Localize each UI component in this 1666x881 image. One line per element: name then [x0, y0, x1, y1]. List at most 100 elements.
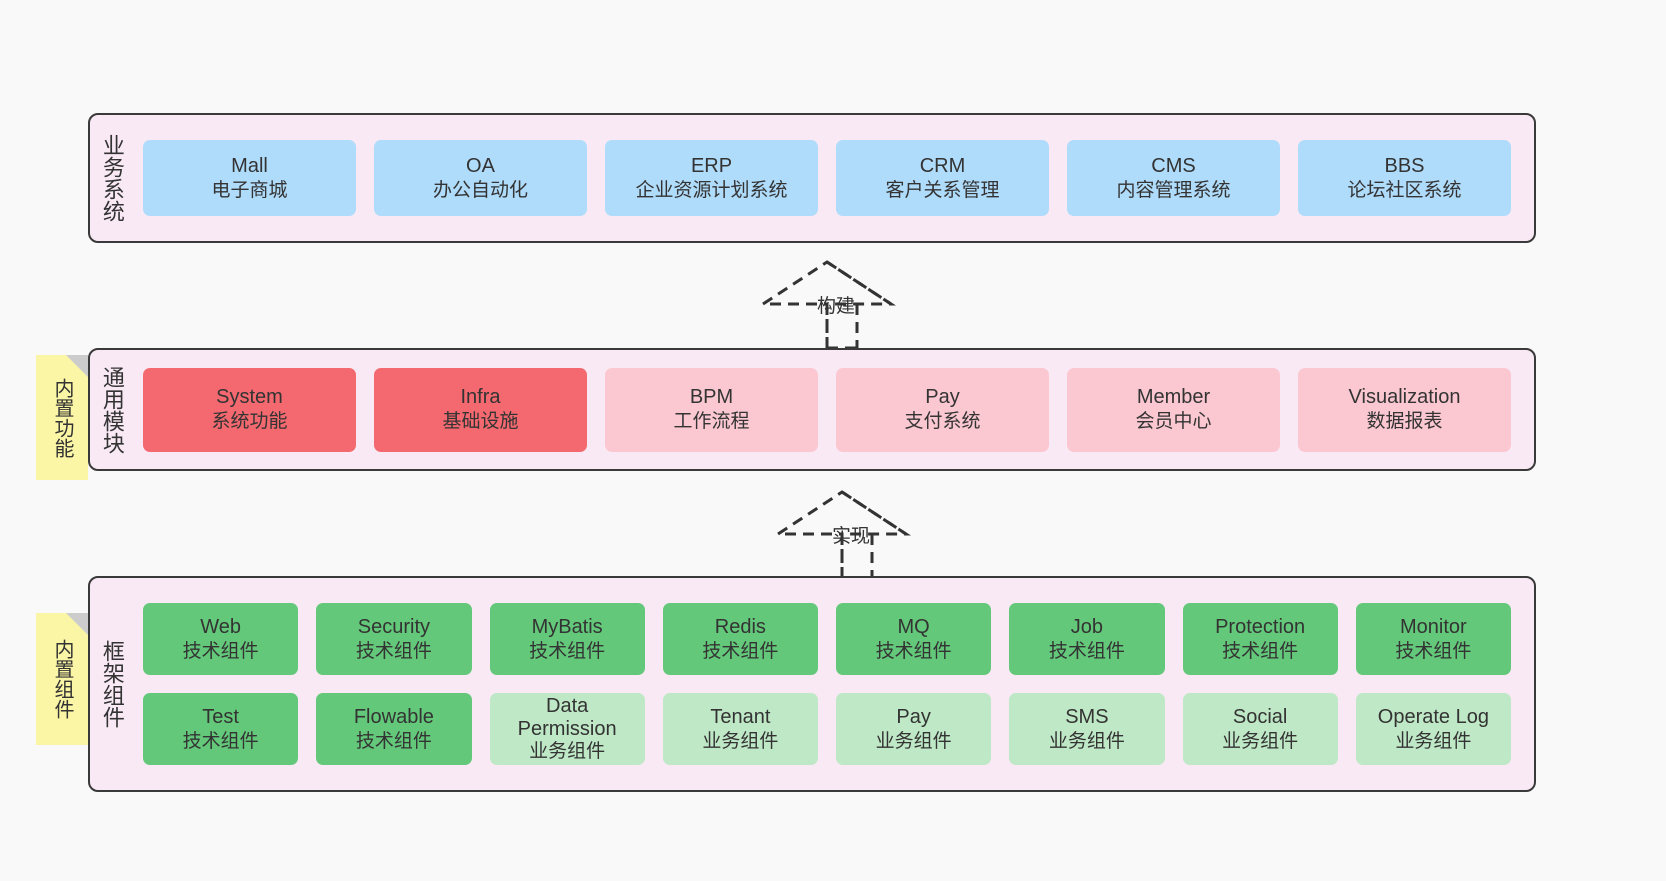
- module-box-infra-title: Infra: [460, 386, 501, 409]
- component-box-data-permission-subtitle: 业务组件: [529, 741, 606, 763]
- business-box-erp-title: ERP: [690, 154, 733, 177]
- component-box-tenant[interactable]: Tenant 业务组件: [662, 693, 818, 765]
- module-box-infra[interactable]: Infra 基础设施: [374, 367, 587, 452]
- business-box-erp-subtitle: 企业资源计划系统: [635, 179, 788, 201]
- component-box-test-title: Test: [202, 705, 239, 728]
- layer-common-modules-label: 通用模块: [99, 365, 125, 454]
- component-box-sms[interactable]: SMS 业务组件: [1009, 693, 1165, 765]
- component-box-security[interactable]: Security 技术组件: [316, 603, 472, 675]
- component-box-protection[interactable]: Protection 技术组件: [1182, 603, 1338, 675]
- layer-framework-components-body: Web 技术组件 Security 技术组件 MyBatis 技术组件 Redi…: [134, 578, 1534, 790]
- module-box-pay-title: Pay: [925, 386, 960, 409]
- component-box-test[interactable]: Test 技术组件: [143, 693, 299, 765]
- component-box-mybatis-subtitle: 技术组件: [529, 640, 606, 662]
- component-box-social-title: Social: [1232, 705, 1288, 728]
- layer-framework-components-label: 框架组件: [99, 640, 125, 728]
- business-box-mall-subtitle: 电子商城: [211, 179, 288, 201]
- component-box-mq-title: MQ: [897, 615, 930, 638]
- business-box-oa-title: OA: [466, 154, 495, 177]
- connector-build: 构建: [755, 258, 915, 350]
- layer-common-modules: 通用模块 System 系统功能 Infra 基础设施 BPM 工作流程 Pay: [88, 348, 1536, 471]
- business-box-cms[interactable]: CMS 内容管理系统: [1067, 140, 1280, 216]
- common-modules-row: System 系统功能 Infra 基础设施 BPM 工作流程 Pay 支付系统…: [134, 367, 1520, 452]
- business-box-crm-subtitle: 客户关系管理: [885, 179, 1000, 201]
- module-box-visualization-subtitle: 数据报表: [1366, 411, 1443, 433]
- business-box-oa-subtitle: 办公自动化: [432, 179, 528, 201]
- component-box-tenant-title: Tenant: [710, 705, 771, 728]
- component-box-security-subtitle: 技术组件: [355, 640, 432, 662]
- component-box-security-title: Security: [357, 615, 430, 638]
- business-box-bbs[interactable]: BBS 论坛社区系统: [1298, 140, 1511, 216]
- component-box-monitor-subtitle: 技术组件: [1395, 640, 1472, 662]
- module-box-system[interactable]: System 系统功能: [143, 367, 356, 452]
- connector-build-label: 构建: [817, 296, 856, 317]
- note-builtin-components-text: 内置组件: [51, 639, 73, 719]
- module-box-visualization-title: Visualization: [1348, 386, 1461, 409]
- module-box-pay-subtitle: 支付系统: [904, 411, 981, 433]
- component-box-web[interactable]: Web 技术组件: [143, 603, 299, 675]
- module-box-system-title: System: [216, 386, 283, 409]
- note-builtin-features-text: 内置功能: [51, 377, 73, 458]
- business-box-bbs-title: BBS: [1384, 154, 1425, 177]
- component-box-data-permission-title: Data Permission: [517, 694, 617, 740]
- component-box-pay[interactable]: Pay 业务组件: [836, 693, 992, 765]
- framework-row-business: Test 技术组件 Flowable 技术组件 Data Permission …: [134, 693, 1520, 765]
- module-box-infra-subtitle: 基础设施: [442, 411, 519, 433]
- module-box-member-subtitle: 会员中心: [1135, 411, 1212, 433]
- component-box-sms-title: SMS: [1065, 705, 1109, 728]
- connector-implement-label: 实现: [832, 526, 871, 547]
- module-box-bpm-title: BPM: [689, 386, 734, 409]
- component-box-job-title: Job: [1070, 615, 1103, 638]
- component-box-web-subtitle: 技术组件: [182, 640, 259, 662]
- module-box-visualization[interactable]: Visualization 数据报表: [1298, 367, 1511, 452]
- module-box-pay[interactable]: Pay 支付系统: [836, 367, 1049, 452]
- component-box-protection-title: Protection: [1215, 615, 1306, 638]
- business-box-cms-subtitle: 内容管理系统: [1116, 179, 1231, 201]
- component-box-social[interactable]: Social 业务组件: [1182, 693, 1338, 765]
- component-box-operate-log-title: Operate Log: [1377, 705, 1489, 728]
- component-box-flowable-title: Flowable: [353, 705, 434, 728]
- component-box-sms-subtitle: 业务组件: [1048, 730, 1125, 752]
- layer-business-system-label: 业务系统: [99, 134, 125, 222]
- business-box-bbs-subtitle: 论坛社区系统: [1347, 179, 1462, 201]
- component-box-monitor-title: Monitor: [1400, 615, 1467, 638]
- component-box-job[interactable]: Job 技术组件: [1009, 603, 1165, 675]
- layer-framework-components: 框架组件 Web 技术组件 Security 技术组件 MyBatis 技术组件…: [88, 576, 1536, 792]
- business-box-oa[interactable]: OA 办公自动化: [374, 140, 587, 216]
- component-box-redis[interactable]: Redis 技术组件: [662, 603, 818, 675]
- component-box-mq[interactable]: MQ 技术组件: [836, 603, 992, 675]
- component-box-pay-subtitle: 业务组件: [875, 730, 952, 752]
- layer-business-system: 业务系统 Mall 电子商城 OA 办公自动化 ERP 企业资源计划系统 CRM: [88, 113, 1536, 243]
- module-box-member-title: Member: [1136, 386, 1211, 409]
- note-builtin-components: 内置组件: [36, 613, 88, 745]
- connector-implement: 实现: [770, 488, 930, 580]
- note-fold-corner-icon: [66, 355, 88, 377]
- component-box-test-subtitle: 技术组件: [182, 730, 259, 752]
- business-box-erp[interactable]: ERP 企业资源计划系统: [605, 140, 818, 216]
- component-box-flowable-subtitle: 技术组件: [355, 730, 432, 752]
- component-box-pay-title: Pay: [896, 705, 931, 728]
- note-fold-corner-icon: [66, 613, 88, 635]
- business-box-mall[interactable]: Mall 电子商城: [143, 140, 356, 216]
- component-box-job-subtitle: 技术组件: [1048, 640, 1125, 662]
- note-builtin-features: 内置功能: [36, 355, 88, 480]
- module-box-bpm-subtitle: 工作流程: [673, 411, 750, 433]
- component-box-tenant-subtitle: 业务组件: [702, 730, 779, 752]
- component-box-operate-log[interactable]: Operate Log 业务组件: [1355, 693, 1511, 765]
- component-box-flowable[interactable]: Flowable 技术组件: [316, 693, 472, 765]
- component-box-mybatis-title: MyBatis: [531, 615, 603, 638]
- component-box-monitor[interactable]: Monitor 技术组件: [1355, 603, 1511, 675]
- module-box-member[interactable]: Member 会员中心: [1067, 367, 1280, 452]
- layer-common-modules-body: System 系统功能 Infra 基础设施 BPM 工作流程 Pay 支付系统…: [134, 350, 1534, 469]
- module-box-system-subtitle: 系统功能: [211, 411, 288, 433]
- module-box-bpm[interactable]: BPM 工作流程: [605, 367, 818, 452]
- business-box-crm[interactable]: CRM 客户关系管理: [836, 140, 1049, 216]
- framework-row-technical: Web 技术组件 Security 技术组件 MyBatis 技术组件 Redi…: [134, 603, 1520, 675]
- component-box-operate-log-subtitle: 业务组件: [1395, 730, 1472, 752]
- component-box-data-permission[interactable]: Data Permission 业务组件: [489, 693, 645, 765]
- business-box-crm-title: CRM: [919, 154, 966, 177]
- business-box-mall-title: Mall: [231, 154, 268, 177]
- component-box-redis-title: Redis: [714, 615, 766, 638]
- component-box-mybatis[interactable]: MyBatis 技术组件: [489, 603, 645, 675]
